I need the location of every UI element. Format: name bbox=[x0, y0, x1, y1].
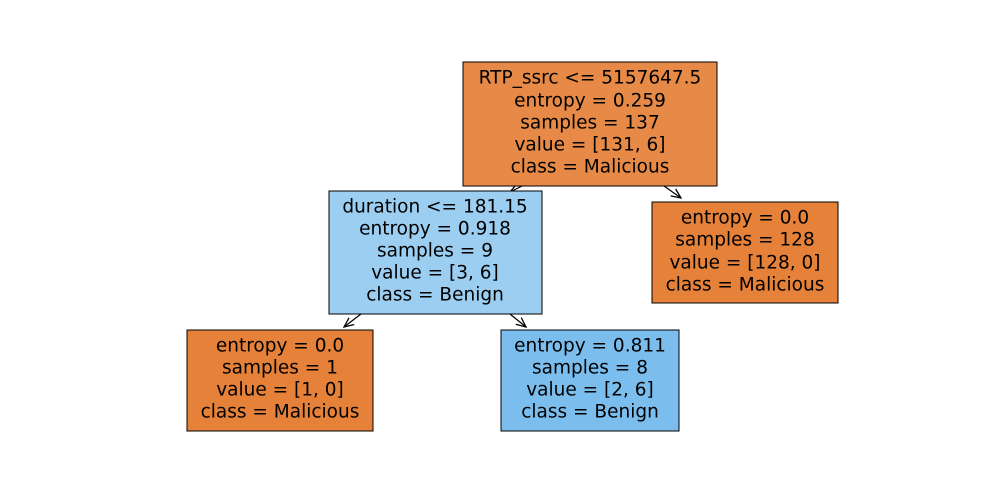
node-left-line: entropy = 0.918 bbox=[359, 219, 511, 240]
node-left-line: value = [3, 6] bbox=[371, 263, 499, 284]
node-right-line: value = [128, 0] bbox=[669, 253, 820, 274]
node-leftleft-line: value = [1, 0] bbox=[216, 380, 344, 401]
tree-node-left-right: entropy = 0.811 samples = 8 value = [2, … bbox=[500, 329, 680, 432]
tree-node-left: duration <= 181.15 entropy = 0.918 sampl… bbox=[328, 190, 543, 315]
node-leftleft-line: entropy = 0.0 bbox=[216, 336, 344, 357]
node-right-line: class = Malicious bbox=[666, 275, 825, 296]
node-left-line: samples = 9 bbox=[377, 241, 493, 262]
node-left-line: duration <= 181.15 bbox=[342, 197, 527, 218]
node-leftleft-line: class = Malicious bbox=[201, 402, 360, 423]
node-right-line: samples = 128 bbox=[675, 230, 814, 251]
node-leftright-line: samples = 8 bbox=[532, 358, 648, 379]
node-left-line: class = Benign bbox=[366, 285, 504, 306]
node-left-box bbox=[328, 190, 543, 315]
edge-left-leftleft bbox=[344, 313, 362, 327]
tree-node-left-left: entropy = 0.0 samples = 1 value = [1, 0]… bbox=[186, 329, 374, 432]
node-root-line: RTP_ssrc <= 5157647.5 bbox=[479, 68, 702, 89]
edge-left-leftright bbox=[509, 313, 526, 327]
tree-node-right: entropy = 0.0 samples = 128 value = [128… bbox=[651, 201, 839, 304]
node-right-line: entropy = 0.0 bbox=[681, 208, 809, 229]
edge-root-right bbox=[663, 185, 681, 198]
node-leftright-line: class = Benign bbox=[521, 402, 659, 423]
node-root-box bbox=[462, 61, 718, 187]
node-right-box bbox=[651, 201, 839, 304]
node-leftright-box bbox=[500, 329, 680, 432]
node-leftleft-line: samples = 1 bbox=[222, 358, 338, 379]
tree-node-root: RTP_ssrc <= 5157647.5 entropy = 0.259 sa… bbox=[462, 61, 718, 187]
node-leftright-line: value = [2, 6] bbox=[526, 380, 654, 401]
node-root-line: class = Malicious bbox=[511, 157, 670, 178]
node-leftleft-box bbox=[186, 329, 374, 432]
node-leftright-line: entropy = 0.811 bbox=[514, 336, 666, 357]
node-root-line: samples = 137 bbox=[520, 113, 659, 134]
node-root-line: value = [131, 6] bbox=[514, 135, 665, 156]
node-root-line: entropy = 0.259 bbox=[514, 91, 666, 112]
